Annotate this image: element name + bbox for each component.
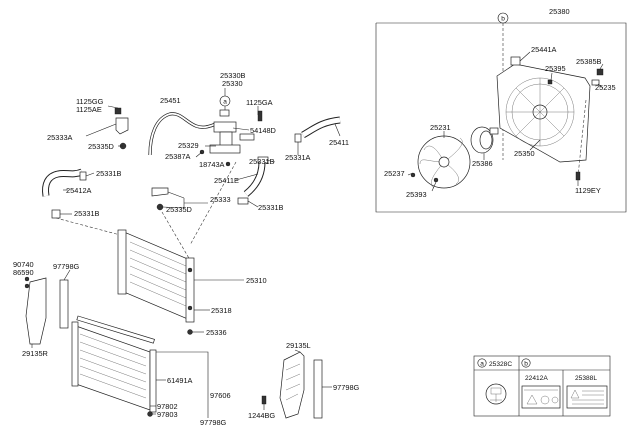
label-25336: 25336 — [206, 328, 227, 337]
label-25333: 25333 — [210, 195, 231, 204]
hose-25411 — [301, 117, 341, 138]
bracket-25333 — [151, 187, 169, 211]
label-1125GG: 1125GG — [76, 97, 104, 106]
legend-table: a 25328C b 22412A 25388L — [473, 355, 611, 417]
clamp-25331B-left-top — [79, 171, 87, 181]
label-97606: 97606 — [210, 391, 231, 400]
bolt-1125GA — [257, 110, 263, 122]
label-1125GA: 1125GA — [246, 98, 273, 107]
label-25329: 25329 — [178, 141, 199, 150]
label-25411: 25411 — [329, 138, 349, 147]
connector-25235 — [591, 79, 600, 86]
hose-25412A — [43, 169, 83, 197]
label-25333A: 25333A — [47, 133, 73, 142]
clip-90740 — [24, 276, 30, 282]
condenser-97606: 61491A 97606 97802 97803 97798G — [71, 315, 231, 427]
label-25335D-lower: 25335D — [166, 205, 192, 214]
label-25411E: 25411E — [214, 176, 239, 185]
label-25387A: 25387A — [165, 152, 191, 161]
filler-neck-25329 — [209, 121, 255, 154]
label-25318: 25318 — [211, 306, 232, 315]
label-97798G-right: 97798G — [333, 383, 360, 392]
bolt-1244BG — [261, 395, 267, 405]
clip-25395 — [547, 79, 553, 85]
label-25331B-upper: 25331B — [249, 157, 275, 166]
air-guard-29135L — [279, 351, 305, 419]
label-1125AE: 1125AE — [76, 105, 102, 114]
clamp-25331B-lower — [237, 197, 249, 205]
inset-frame — [375, 22, 627, 213]
label-54148D: 54148D — [250, 126, 276, 135]
label-25331A: 25331A — [285, 153, 311, 162]
label-25441A: 25441A — [531, 45, 557, 54]
clamp-25331B-left-bottom — [51, 209, 61, 219]
label-25385B: 25385B — [576, 57, 602, 66]
clip-25385B — [596, 68, 604, 76]
caution-label-icon-25388L — [566, 385, 608, 409]
seal-97798G-right — [313, 359, 323, 419]
label-25335D-upper: 25335D — [88, 142, 114, 151]
label-1244BG: 1244BG — [248, 411, 275, 420]
label-86590: 86590 — [13, 268, 34, 277]
fan-shroud — [496, 56, 591, 163]
legend-letter-a: a — [480, 360, 484, 367]
label-25451: 25451 — [160, 96, 181, 105]
caution-label-icon-a — [485, 383, 507, 405]
label-25331B-left-top: 25331B — [96, 169, 122, 178]
left-air-guard-group: 90740 86590 97798G 29135R — [13, 260, 80, 358]
label-1129EY: 1129EY — [575, 186, 601, 195]
label-25393: 25393 — [406, 190, 427, 199]
legend-part-25328C: 25328C — [489, 361, 512, 368]
label-25237: 25237 — [384, 169, 405, 178]
legend-part-22412A: 22412A — [525, 375, 548, 382]
fan-motor — [470, 126, 499, 154]
hose-25451 — [149, 112, 217, 156]
label-97798G-left: 97798G — [53, 262, 80, 271]
callout-letter-a: a — [223, 99, 227, 106]
hose-25411E — [244, 161, 265, 196]
radiator-25310: 25310 25318 25336 — [55, 161, 267, 337]
label-25395: 25395 — [545, 64, 566, 73]
label-97798G-bottom: 97798G — [200, 418, 227, 427]
upper-hose-group: a — [42, 71, 349, 219]
clip-86590 — [24, 283, 30, 289]
label-97802: 97802 — [157, 402, 178, 411]
legend-frame — [473, 355, 611, 417]
right-air-guard-group: 29135L 97798G 1244BG — [248, 341, 360, 420]
label-25310: 25310 — [246, 276, 267, 285]
air-guard-29135R — [25, 277, 47, 345]
label-25330B: 25330B — [220, 71, 246, 80]
label-97803: 97803 — [157, 410, 178, 419]
label-25380: 25380 — [549, 7, 570, 16]
seal-61491A — [149, 349, 157, 413]
callout-letter-b: b — [501, 16, 505, 23]
label-25331B-lower: 25331B — [258, 203, 284, 212]
label-61491A: 61491A — [167, 376, 193, 385]
label-25231: 25231 — [430, 123, 451, 132]
label-29135L: 29135L — [286, 341, 311, 350]
bracket-25333A — [114, 107, 129, 150]
label-25235: 25235 — [595, 83, 616, 92]
label-29135R: 29135R — [22, 349, 48, 358]
label-25412A: 25412A — [66, 186, 92, 195]
label-90740: 90740 — [13, 260, 34, 269]
cap-25330 — [219, 109, 230, 117]
label-25330: 25330 — [222, 79, 243, 88]
fan-blade — [417, 135, 471, 189]
legend-letter-b: b — [524, 360, 528, 367]
legend-circle-a — [477, 358, 487, 368]
legend-circle-b — [521, 358, 531, 368]
clamp-25331A — [294, 133, 302, 143]
label-25350: 25350 — [514, 149, 535, 158]
washer-25393 — [433, 177, 439, 183]
fan-assembly-inset: b — [375, 7, 627, 213]
label-18743A: 18743A — [199, 160, 225, 169]
label-25331B-left-bottom: 25331B — [74, 209, 100, 218]
label-25386: 25386 — [472, 159, 493, 168]
caution-label-icon-22412A — [521, 385, 561, 409]
legend-part-25388L: 25388L — [575, 375, 597, 382]
seal-97798G-left — [59, 279, 69, 329]
